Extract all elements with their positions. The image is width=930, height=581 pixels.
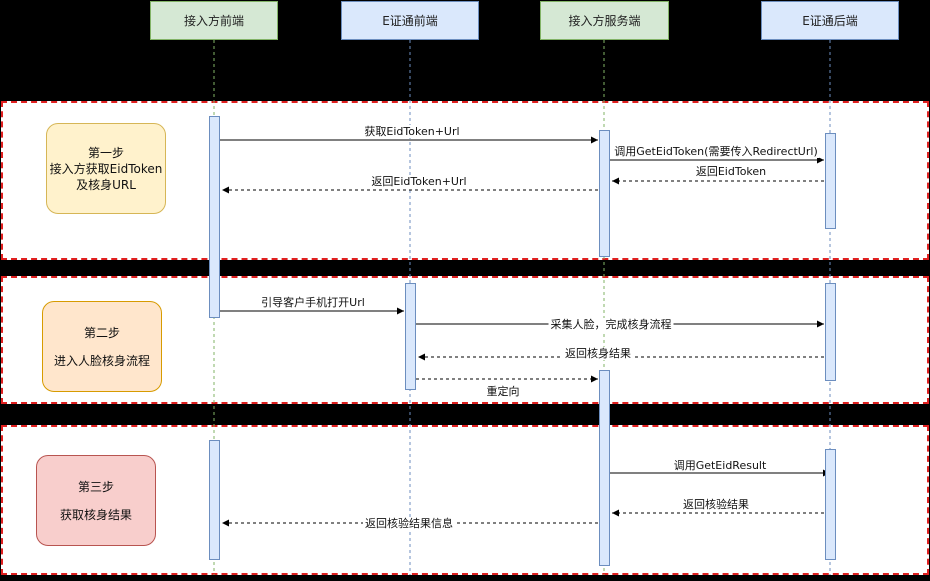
participant-client-server: 接入方服务端 — [540, 1, 669, 40]
msg-collect-face: 采集人脸，完成核身流程 — [548, 318, 674, 331]
step-2-box: 第二步 进入人脸核身流程 — [42, 301, 162, 392]
activation-eid-backend-3 — [825, 449, 836, 560]
msg-get-token-url: 获取EidToken+Url — [362, 125, 462, 138]
msg-redirect: 重定向 — [484, 385, 522, 398]
msg-return-verify-info: 返回核验结果信息 — [363, 517, 455, 530]
msg-call-geteidtoken: 调用GetEidToken(需要传入RedirectUrl) — [612, 145, 820, 158]
step-3-title: 第三步 — [77, 479, 114, 494]
participant-eid-backend: E证通后端 — [761, 1, 899, 40]
activation-eid-backend-1 — [825, 133, 836, 229]
step-2-title: 第二步 — [83, 325, 120, 340]
msg-return-verify-result: 返回核验结果 — [681, 498, 751, 511]
msg-return-result: 返回核身结果 — [563, 347, 633, 360]
activation-eid-backend-2 — [825, 283, 836, 381]
step-1-title: 第一步 — [87, 145, 124, 160]
step-2-line-1: 进入人脸核身流程 — [53, 353, 150, 368]
msg-open-url: 引导客户手机打开Url — [259, 296, 367, 309]
activation-client-server-2 — [599, 370, 610, 566]
activation-client-frontend-2 — [209, 440, 220, 560]
step-1-line-1: 接入方获取EidToken — [49, 161, 163, 176]
msg-call-geteidresult: 调用GetEidResult — [671, 459, 769, 472]
step-3-box: 第三步 获取核身结果 — [36, 455, 156, 546]
activation-eid-frontend-1 — [405, 283, 416, 390]
msg-return-token-url: 返回EidToken+Url — [369, 175, 469, 188]
participant-eid-frontend: E证通前端 — [341, 1, 479, 40]
step-1-line-2: 及核身URL — [76, 177, 136, 192]
step-3-line-1: 获取核身结果 — [59, 507, 132, 522]
participant-client-frontend: 接入方前端 — [150, 1, 278, 40]
msg-return-eidtoken: 返回EidToken — [693, 165, 769, 178]
step-1-box: 第一步 接入方获取EidToken 及核身URL — [46, 123, 166, 214]
activation-client-server-1 — [599, 130, 610, 257]
activation-client-frontend-1 — [209, 116, 220, 318]
